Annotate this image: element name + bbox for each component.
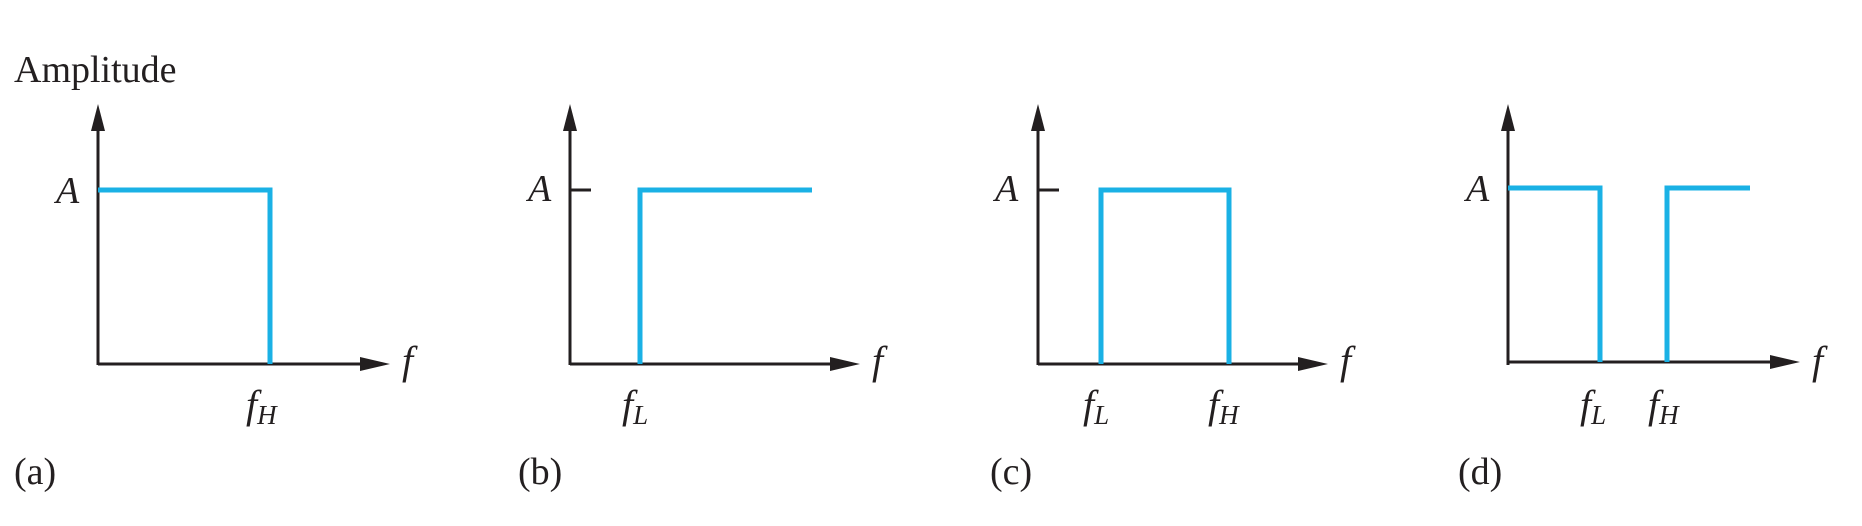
x-axis-arrowhead (1298, 357, 1328, 371)
response-curve (98, 187, 273, 364)
response-curve (637, 187, 812, 364)
amplitude-label: A (992, 168, 1019, 210)
y-axis-arrowhead (1031, 104, 1045, 131)
x-axis-arrowhead (360, 357, 390, 371)
amplitude-label: A (53, 170, 80, 212)
panel-label: (c) (990, 451, 1032, 493)
cutoff-label-fl: fL (622, 382, 648, 430)
x-axis-arrowhead (1770, 355, 1800, 369)
x-axis-arrowhead (830, 357, 860, 371)
y-axis-arrowhead (91, 104, 105, 131)
panel-b-high-pass: A f fL (b) (518, 104, 888, 493)
freq-axis-label: f (1340, 338, 1356, 383)
panel-a-low-pass: A f fH (a) (14, 104, 418, 493)
panel-d-band-stop: A f fL fH (d) (1458, 104, 1828, 493)
amplitude-label: A (525, 168, 552, 210)
response-curve-lower-band (1508, 185, 1603, 362)
panel-label: (b) (518, 451, 562, 493)
freq-axis-label: f (402, 338, 418, 383)
amplitude-axis-title: Amplitude (14, 49, 177, 91)
cutoff-label-fl: fL (1083, 382, 1109, 430)
panel-c-band-pass: A f fL fH (c) (990, 104, 1356, 493)
cutoff-label-fh: fH (246, 382, 278, 430)
freq-axis-label: f (1812, 338, 1828, 383)
panel-label: (a) (14, 451, 56, 493)
freq-axis-label: f (872, 338, 888, 383)
cutoff-label-fh: fH (1208, 382, 1240, 430)
cutoff-label-fh: fH (1648, 382, 1680, 430)
panel-label: (d) (1458, 451, 1502, 493)
response-curve-upper-band (1664, 185, 1750, 362)
cutoff-label-fl: fL (1580, 382, 1606, 430)
y-axis-arrowhead (563, 104, 577, 131)
response-curve (1098, 187, 1232, 364)
y-axis-arrowhead (1501, 104, 1515, 131)
amplitude-label: A (1463, 168, 1490, 210)
